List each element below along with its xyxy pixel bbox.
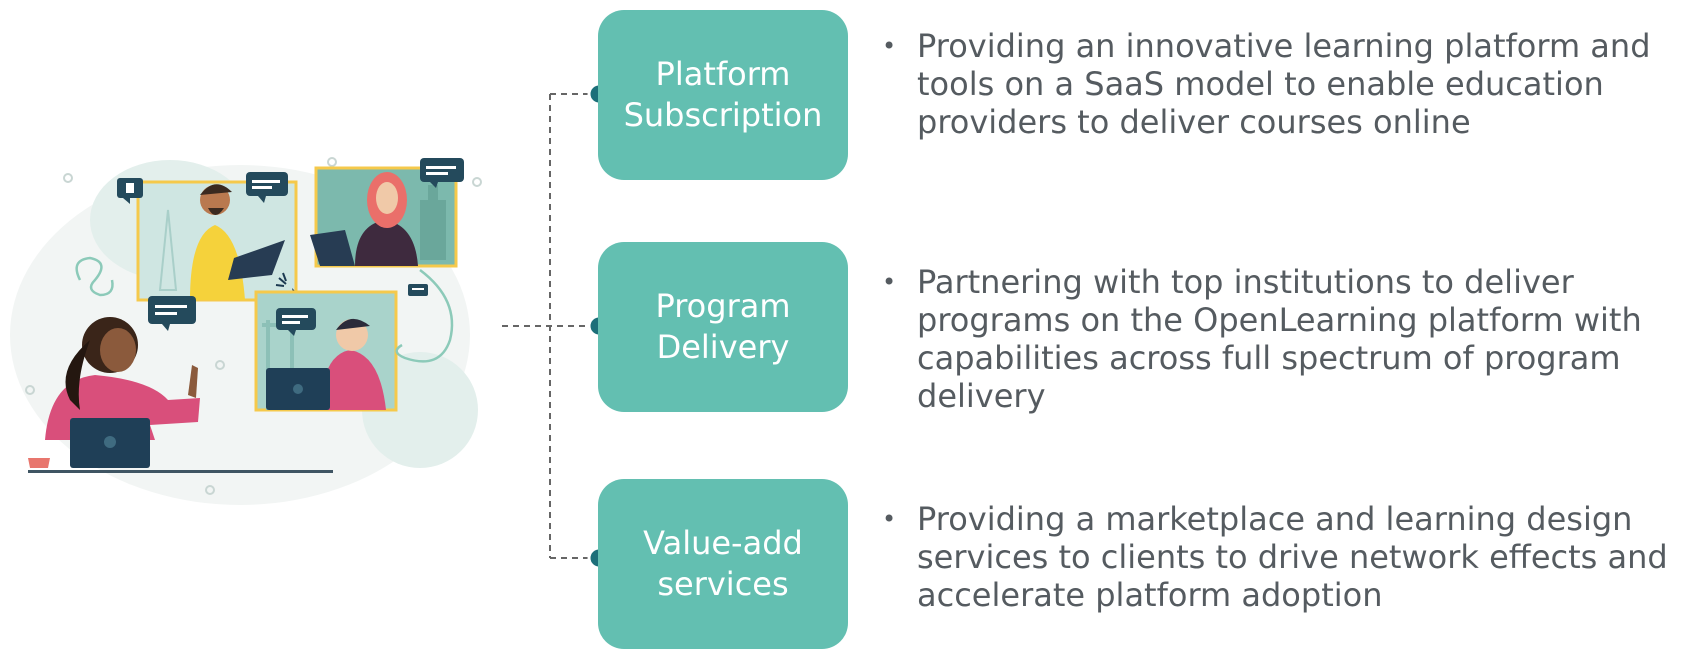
value-add-services-description: • Providing a marketplace and learning d… bbox=[882, 500, 1682, 614]
platform-subscription-box: Platform Subscription bbox=[598, 10, 848, 180]
woman-at-laptop bbox=[28, 317, 333, 473]
small-chat-bubble-icon bbox=[408, 284, 428, 296]
description-text: Providing an innovative learning platfor… bbox=[917, 27, 1651, 141]
video-frame-woman-hijab bbox=[310, 166, 458, 268]
chat-bubble-icon-2 bbox=[420, 158, 464, 188]
bullet-icon: • bbox=[882, 268, 897, 296]
video-frame-person bbox=[254, 290, 398, 412]
platform-subscription-description: • Providing an innovative learning platf… bbox=[882, 27, 1682, 141]
chat-bubble-icon-4 bbox=[148, 296, 196, 331]
program-delivery-box: Program Delivery bbox=[598, 242, 848, 412]
bullet-icon: • bbox=[882, 32, 897, 60]
online-learning-illustration bbox=[10, 157, 482, 505]
value-add-services-box: Value-add services bbox=[598, 479, 848, 649]
chat-bubble-icon-3 bbox=[276, 308, 316, 336]
program-delivery-label: Program Delivery bbox=[655, 287, 791, 366]
video-frame-man bbox=[136, 180, 298, 302]
connector-lines bbox=[502, 82, 610, 570]
value-add-services-label: Value-add services bbox=[643, 524, 803, 603]
description-text: Providing a marketplace and learning des… bbox=[917, 500, 1668, 614]
program-delivery-description: • Partnering with top institutions to de… bbox=[882, 263, 1682, 415]
bullet-icon: • bbox=[882, 505, 897, 533]
like-chat-bubble-icon bbox=[117, 178, 143, 204]
platform-subscription-label: Platform Subscription bbox=[623, 55, 823, 134]
description-text: Partnering with top institutions to deli… bbox=[917, 263, 1642, 415]
chat-bubble-icon bbox=[246, 172, 288, 203]
